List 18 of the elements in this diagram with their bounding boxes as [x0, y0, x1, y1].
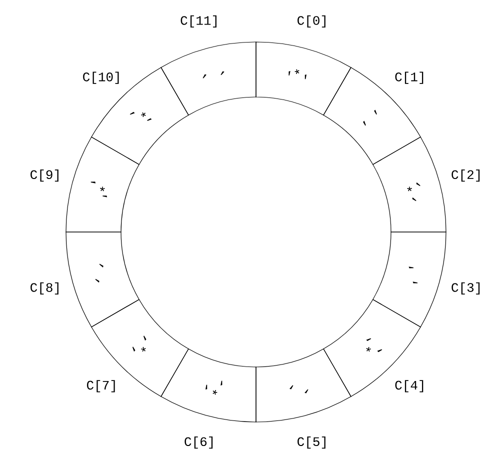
- cell-label: C[1]: [395, 72, 424, 84]
- cell-label: C[6]: [184, 436, 213, 449]
- cell-label: C[2]: [452, 170, 480, 182]
- ring-cell: ,*’: [66, 136, 140, 232]
- ring-cell: , ,: [372, 232, 446, 328]
- ring-cell: , ’: [160, 42, 256, 116]
- ring-cell: , ,: [256, 348, 352, 422]
- ring-cell: ’*,: [256, 42, 352, 116]
- ring-cell: , ,: [66, 232, 140, 328]
- ring-cell: ,*,: [160, 348, 256, 422]
- cell-label: C[4]: [395, 380, 424, 392]
- cell-label: C[3]: [452, 282, 480, 294]
- ring-cell: ,*,: [372, 136, 446, 232]
- cell-label: C[8]: [30, 282, 58, 294]
- cell-label: C[0]: [298, 15, 326, 28]
- cell-label: C[11]: [180, 15, 216, 28]
- cell-label: C[5]: [298, 436, 326, 449]
- cell-label: C[9]: [30, 170, 58, 182]
